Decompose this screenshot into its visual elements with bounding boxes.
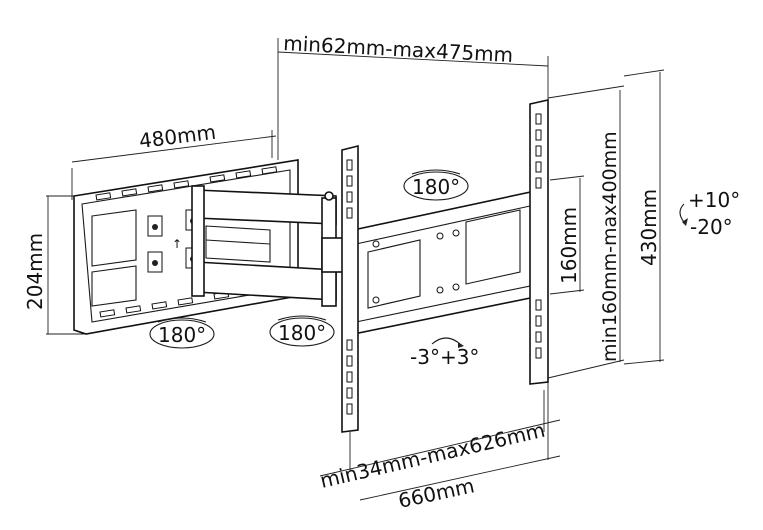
up-arrow-icon: ↑ [172,237,182,251]
swivel-top-label: 180° [412,175,460,199]
wall-plate-top-slots [95,166,278,201]
total-width-label: 660mm [396,473,476,513]
wall-plate-height-dimension: 204mm [23,195,84,335]
tilt-up-label: +10° [688,188,740,212]
tilt-indicator: +10° -20° [679,188,740,239]
tilt-arrowhead-icon [682,218,688,226]
tilt-arrow-icon [679,203,685,223]
right-arm-slots [535,113,542,359]
swivel-arrow-icon [157,317,207,323]
level-adjust-indicator: -3°+3° [410,337,479,369]
articulating-arm [191,185,345,307]
total-height-label: 430mm [637,189,661,266]
swivel-wall-badge: 180° [149,317,215,349]
height-range-dimension: min160mm-max400mm [547,85,625,379]
left-arm-slots [346,159,353,415]
arm-spacing-dimension: 160mm [549,175,585,295]
tv-bracket [341,99,549,433]
tilt-down-label: -20° [690,215,733,239]
swivel-wall-label: 180° [158,323,206,347]
level-adjust-label: -3°+3° [410,345,479,369]
wall-plate-height-label: 204mm [23,233,47,310]
level-arrow-icon [431,337,461,345]
depth-label: 480mm [138,120,217,153]
total-height-dimension: 430mm [623,69,665,365]
swivel-mid-badge: 180° [269,315,335,347]
width-range-label: min62mm-max475mm [283,31,514,67]
wall-plate: ↑ [73,159,299,335]
swivel-arrow-icon [277,315,327,321]
swivel-arrow-icon [411,169,461,175]
height-range-label: min160mm-max400mm [599,131,621,362]
width-range-dimension: min62mm-max475mm [277,31,549,160]
arm-spacing-label: 160mm [557,207,581,284]
swivel-top-badge: 180° [403,169,469,201]
swivel-mid-label: 180° [278,321,326,345]
